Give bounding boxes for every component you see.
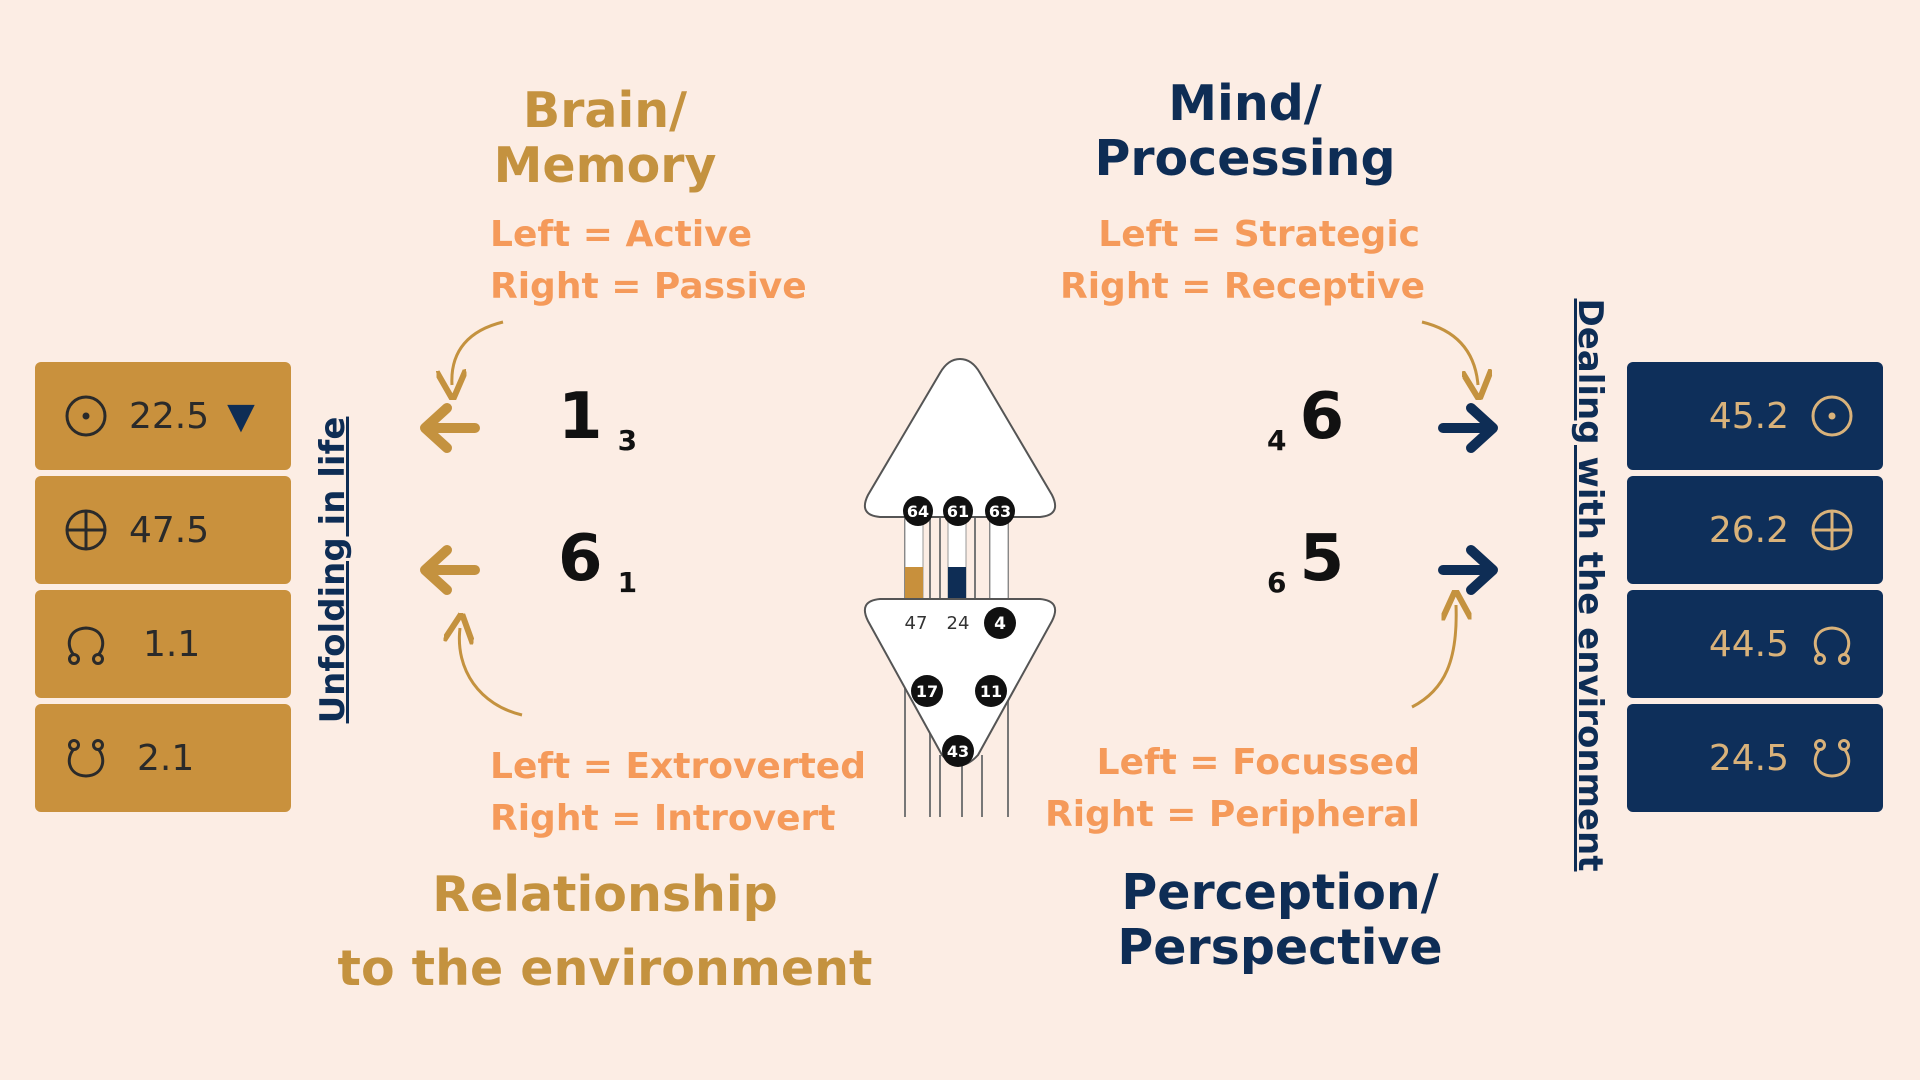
right-earth-value: 26.2 — [1708, 509, 1789, 551]
right-color-number: 4 — [1267, 424, 1287, 457]
gate-17-label: 17 — [916, 682, 938, 701]
legend-left-active: Left = Active — [490, 214, 753, 255]
left-line-number: 6 — [558, 522, 603, 596]
left-earth-value: 47.5 — [129, 509, 210, 551]
perception-perspective-title: Perception/ Perspective — [1100, 865, 1460, 975]
bodygraph-head-ajna: 64 61 63 47 24 4 17 11 43 — [864, 357, 1056, 817]
south-node-icon — [67, 739, 105, 778]
left-panel-row-north-node: 1.1 — [35, 590, 291, 698]
sun-circle-dot-icon — [1811, 395, 1853, 437]
mind-processing-legend: Left = Strategic Right = Receptive — [1060, 209, 1425, 313]
head-center — [864, 357, 1056, 518]
right-sun-value: 45.2 — [1708, 395, 1789, 437]
right-color-number: 6 — [1267, 566, 1287, 599]
right-arrow-icon — [1438, 403, 1498, 453]
right-line-number: 6 — [1299, 380, 1345, 454]
right-panel-row-north-node: 44.5 — [1627, 590, 1883, 698]
left-panel-row-south-node: 2.1 — [35, 704, 291, 812]
left-north-node-value: 1.1 — [143, 623, 201, 665]
processing-title-line: Processing — [1094, 130, 1396, 187]
gate-43: 43 — [942, 735, 974, 767]
gate-24-label: 24 — [947, 613, 970, 634]
right-panel-row-sun: 45.2 — [1627, 362, 1883, 470]
relationship-legend: Left = Extroverted Right = Introvert — [490, 741, 866, 845]
gate-11-label: 11 — [980, 682, 1002, 701]
brain-title-line: Brain/ — [522, 82, 688, 139]
mind-title-line: Mind/ — [1168, 75, 1322, 132]
left-number-top: 1 3 — [558, 380, 637, 457]
earth-cross-circle-icon — [1811, 509, 1853, 551]
gate-61: 61 — [943, 496, 973, 526]
earth-cross-circle-icon — [65, 509, 107, 551]
gate-63: 63 — [985, 496, 1015, 526]
gate-4: 4 — [984, 607, 1016, 639]
gate-11: 11 — [975, 675, 1007, 707]
north-node-icon — [67, 626, 105, 665]
left-panel-row-earth: 47.5 — [35, 476, 291, 584]
channel-fills — [904, 504, 1009, 600]
legend-right-receptive: Right = Receptive — [1060, 266, 1425, 307]
right-north-node-value: 44.5 — [1708, 623, 1789, 665]
unfolding-in-life-label: Unfolding in life — [313, 416, 353, 724]
right-panel-row-earth: 26.2 — [1627, 476, 1883, 584]
perspective-title-line: Perspective — [1117, 919, 1443, 976]
relationship-title: Relationship to the environment — [305, 858, 905, 1006]
right-number-bottom: 6 5 — [1267, 522, 1345, 599]
gate-47-label: 47 — [905, 613, 928, 634]
right-line-number: 5 — [1299, 522, 1345, 596]
dealing-with-environment-label: Dealing with the environment — [1570, 298, 1610, 872]
brain-memory-legend: Left = Active Right = Passive — [490, 209, 807, 313]
gate-17: 17 — [911, 675, 943, 707]
legend-right-passive: Right = Passive — [490, 266, 807, 307]
gate-64-label: 64 — [907, 502, 929, 521]
gate-43-label: 43 — [947, 742, 969, 761]
curve-top-right-arrow — [1421, 320, 1478, 385]
relationship-title-line: Relationship — [432, 866, 778, 923]
left-panel-row-sun: 22.5 ▼ — [35, 362, 291, 470]
gate-63-label: 63 — [989, 502, 1011, 521]
north-node-icon — [1813, 626, 1851, 665]
left-line-number: 1 — [558, 380, 603, 454]
mind-processing-title: Mind/ Processing — [1085, 76, 1405, 186]
left-number-bottom: 6 1 — [558, 522, 637, 599]
gate-61-label: 61 — [947, 502, 969, 521]
curve-bottom-right-arrow — [1411, 605, 1456, 709]
brain-memory-title: Brain/ Memory — [455, 83, 755, 193]
legend-left-focussed: Left = Focussed — [1096, 742, 1420, 783]
right-arrow-icon — [1438, 545, 1498, 595]
legend-left-extroverted: Left = Extroverted — [490, 746, 866, 787]
left-south-node-value: 2.1 — [137, 737, 195, 779]
gate-4-label: 4 — [994, 614, 1006, 634]
left-sun-value: 22.5 — [129, 395, 210, 437]
left-arrow-icon — [420, 545, 480, 595]
sun-circle-dot-icon — [65, 395, 107, 437]
curve-bottom-left-arrow — [459, 628, 523, 717]
left-arrow-icon — [420, 403, 480, 453]
right-panel-row-south-node: 24.5 — [1627, 704, 1883, 812]
legend-right-peripheral: Right = Peripheral — [1045, 794, 1420, 835]
perception-legend: Left = Focussed Right = Peripheral — [1040, 737, 1420, 841]
left-color-number: 3 — [617, 424, 638, 457]
south-node-icon — [1813, 739, 1851, 778]
memory-title-line: Memory — [493, 137, 717, 194]
right-number-top: 4 6 — [1267, 380, 1345, 457]
environment-title-line: to the environment — [337, 940, 873, 997]
legend-right-introvert: Right = Introvert — [490, 798, 836, 839]
down-triangle-marker-icon: ▼ — [227, 395, 255, 437]
right-south-node-value: 24.5 — [1708, 737, 1789, 779]
legend-left-strategic: Left = Strategic — [1098, 214, 1420, 255]
left-color-number: 1 — [617, 566, 638, 599]
gate-64: 64 — [903, 496, 933, 526]
perception-title-line: Perception/ — [1121, 864, 1439, 921]
curve-top-left-arrow — [452, 320, 504, 385]
